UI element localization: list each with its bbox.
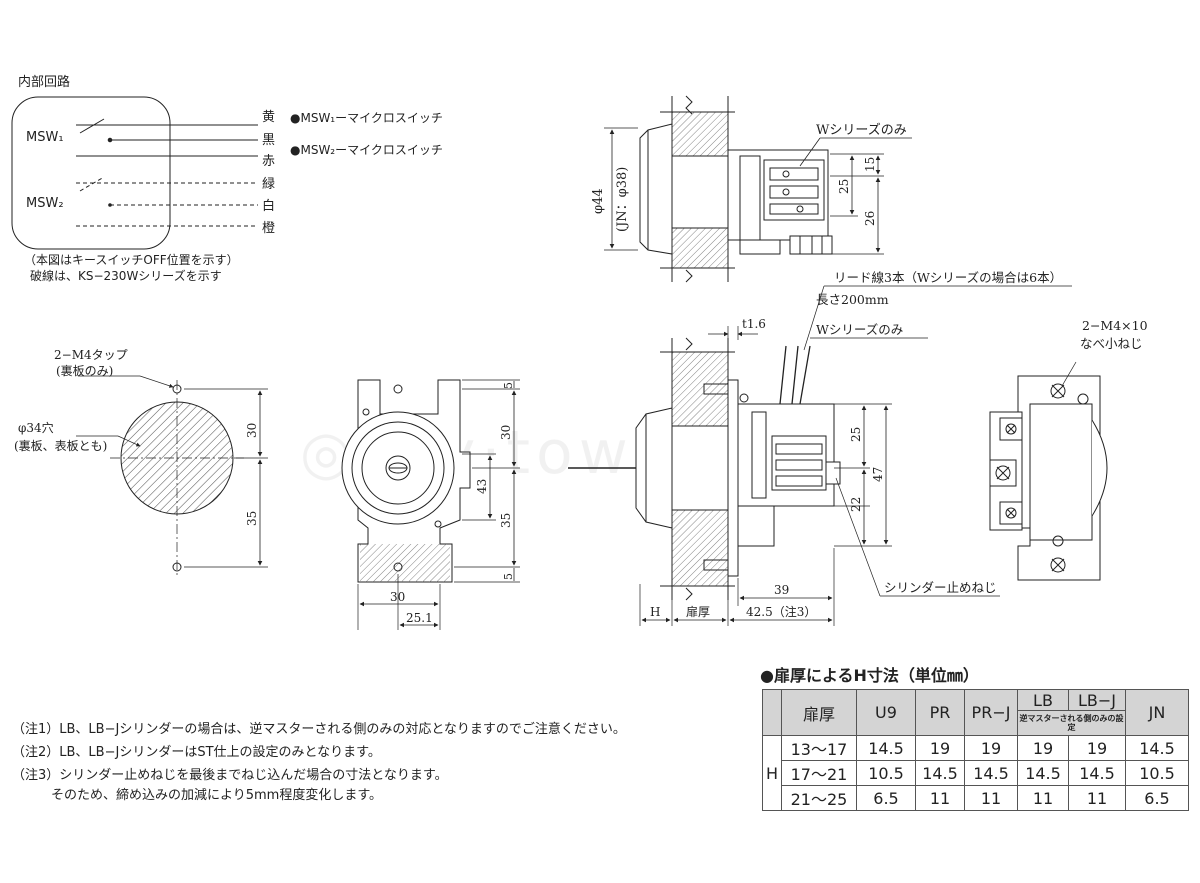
table-cell: 14.5 [915,760,965,786]
front-dim-43: 43 [475,479,489,494]
table-cell: 13〜17 [781,735,857,761]
front-dim-5-top: 5 [502,382,515,389]
hole-label: φ34穴 [18,420,54,435]
table-corner [762,689,782,736]
screw-type-label: なべ小ねじ [1080,336,1143,351]
door-cutout [76,375,268,575]
tap-label: 2−M4タップ [54,348,128,362]
note-1: （注1）LB、LB−Jシリンダーの場合は、逆マスターされる側のみの対応となります… [12,722,626,737]
table-lb-note: 逆マスターされる側のみの設定 [1017,710,1126,736]
tap-label-note: (裏板のみ) [56,363,113,378]
table-cell: 6.5 [856,785,916,811]
table-cell: 19 [915,735,965,761]
table-cell: 11 [1017,785,1069,811]
back-view [989,361,1108,581]
table-header-pr: PR [915,689,965,736]
table-cell: 10.5 [1125,760,1189,786]
side-dim-39: 39 [774,583,789,597]
plate-thickness-label: t1.6 [742,317,766,331]
wire-green: 緑 [262,177,275,192]
table-cell: 14.5 [856,735,916,761]
table-cell: 14.5 [964,760,1018,786]
table-cell: 19 [1017,735,1069,761]
wire-red: 赤 [262,154,275,169]
front-dim-width-30: 30 [390,590,405,604]
front-dim-30: 30 [499,425,513,440]
legend-item-msw2: ●MSW₂ーマイクロスイッチ [290,143,443,157]
side-view-top-labels: φ44 (JN：φ38) Wシリーズのみ 15 25 26 [591,122,907,232]
internal-circuit: 内部回路 MSW₁ MSW₂ 黄 黒 赤 緑 白 橙 （本図はキースイッチOFF… [11,74,275,283]
circuit-note-1: （本図はキースイッチOFF位置を示す） [24,252,239,267]
table-cell: 19 [1068,735,1126,761]
table-header-prj: PR−J [964,689,1018,736]
msw2-label: MSW₂ [26,196,64,211]
back-view-labels: 2−M4×10 なべ小ねじ [1080,318,1148,351]
w-series-label-top: Wシリーズのみ [816,122,907,138]
table-header-lbj: LB−J [1068,689,1126,711]
dim-phi38-jn: (JN：φ38) [615,167,630,232]
side-dim-42-5: 42.5（注3） [746,604,816,619]
hole-label-note: (裏板、表板とも) [14,438,107,453]
screw-spec-label: 2−M4×10 [1082,318,1148,333]
front-dim-width-25: 25.1 [406,611,433,625]
table-cell: 11 [915,785,965,811]
side-view-main-labels: リード線3本（Wシリーズの場合は6本） 長さ200mm t1.6 Wシリーズのみ… [650,270,1062,619]
table-cell: 11 [1068,785,1126,811]
wire-yellow: 黄 [262,110,275,125]
table-cell: 14.5 [1068,760,1126,786]
dim-15: 15 [863,157,877,172]
legend: ●MSW₁ーマイクロスイッチ ●MSW₂ーマイクロスイッチ [290,111,443,157]
cutout-dim-30: 30 [245,423,259,438]
w-series-label-main: Wシリーズのみ [816,322,903,337]
front-dim-35: 35 [499,513,513,528]
table-header-lb: LB [1017,689,1069,711]
wire-white: 白 [262,198,275,214]
table-cell: 11 [964,785,1018,811]
wire-orange: 橙 [262,221,275,236]
cutout-dim-35: 35 [245,511,259,526]
table-cell: 19 [964,735,1018,761]
table-header-door: 扉厚 [781,689,857,736]
table-header-u9: U9 [856,689,916,736]
side-dim-25: 25 [849,427,863,442]
side-view-top [604,95,912,283]
table-cell: 6.5 [1125,785,1189,811]
side-dim-47: 47 [871,467,885,482]
cylinder-screw-label: シリンダー止めねじ [884,580,997,595]
side-dim-22: 22 [849,497,863,512]
dim-25-top: 25 [837,179,851,194]
side-dim-h: H [650,605,660,619]
table-cell: 14.5 [1125,735,1189,761]
circuit-title: 内部回路 [18,74,70,90]
table-cell: 14.5 [1017,760,1069,786]
lead-length-label: 長さ200mm [816,292,889,307]
side-dim-door-thickness: 扉厚 [686,605,710,619]
msw1-label: MSW₁ [26,130,64,145]
table-cell: 10.5 [856,760,916,786]
note-2: （注2）LB、LB−JシリンダーはST仕上の設定のみとなります。 [12,745,381,760]
note-3: （注3）シリンダー止めねじを最後までねじ込んだ場合の寸法となります。 [12,768,448,783]
circuit-note-2: 破線は、KS−230Wシリーズを示す [30,268,222,283]
legend-item-msw1: ●MSW₁ーマイクロスイッチ [290,111,443,125]
side-view-main [568,285,1072,626]
table-cell: 21〜25 [781,785,857,811]
dim-phi44: φ44 [591,188,606,214]
table-cell: 17〜21 [781,760,857,786]
front-view-labels: 5 30 43 35 5 30 25.1 [390,382,515,625]
front-view [341,379,520,630]
table-header-jn: JN [1125,689,1189,736]
h-table-title: ●扉厚によるH寸法（単位㎜） [760,666,979,685]
front-dim-5-bottom: 5 [502,573,515,580]
dim-26: 26 [863,211,877,226]
h-dimension-table: 扉厚 U9 PR PR−J LB LB−J JN 逆マスターされる側のみの設定 … [762,689,1189,811]
wire-black: 黒 [262,133,275,148]
table-row-label-h: H [762,735,782,811]
lead-wire-label: リード線3本（Wシリーズの場合は6本） [834,270,1062,285]
door-cutout-labels: 2−M4タップ (裏板のみ) φ34穴 (裏板、表板とも) 30 35 [14,348,259,526]
note-4: そのため、締め込みの加減により5mm程度変化します。 [12,788,383,803]
